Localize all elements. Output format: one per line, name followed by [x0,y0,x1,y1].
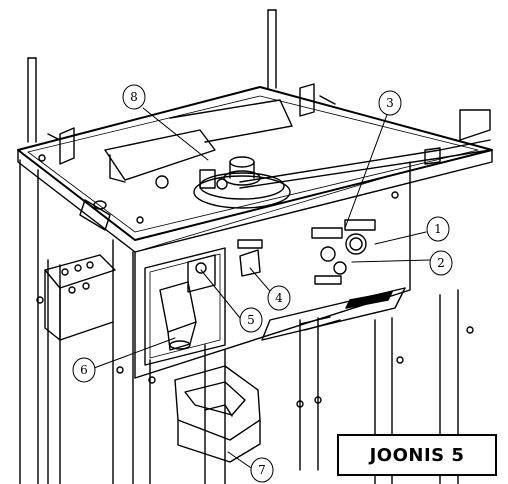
callout-8: 8 [122,84,146,110]
side-rod [239,109,491,189]
callout-7: 7 [250,457,274,483]
electrical-box [144,247,226,366]
foot-pedal [174,365,261,463]
figure-caption: JOONIS 5 [369,444,465,466]
callout-2: 2 [429,250,453,276]
left-roller [79,199,111,231]
callout-4-label: 4 [275,291,283,305]
callout-3: 3 [378,90,402,116]
side-bin [44,254,116,341]
callout-5: 5 [239,307,263,333]
callout-1: 1 [426,216,450,242]
callout-3-label: 3 [386,96,394,110]
callout-6-label: 6 [80,363,88,377]
callout-4: 4 [267,285,291,311]
callout-8-label: 8 [130,90,138,104]
top-posts [27,9,336,165]
callout-6: 6 [72,357,96,383]
cabinet-body [134,161,411,379]
bending-turntable [193,156,291,209]
control-panel [237,219,376,285]
bolts [36,154,474,408]
table-top [17,86,493,253]
callout-7-label: 7 [258,463,266,477]
bending-lever [104,99,293,189]
callout-5-label: 5 [247,313,255,327]
figure-caption-box: JOONIS 5 [337,434,497,476]
nameplate [261,287,406,341]
callout-1-label: 1 [434,222,442,236]
callout-2-label: 2 [437,256,445,270]
